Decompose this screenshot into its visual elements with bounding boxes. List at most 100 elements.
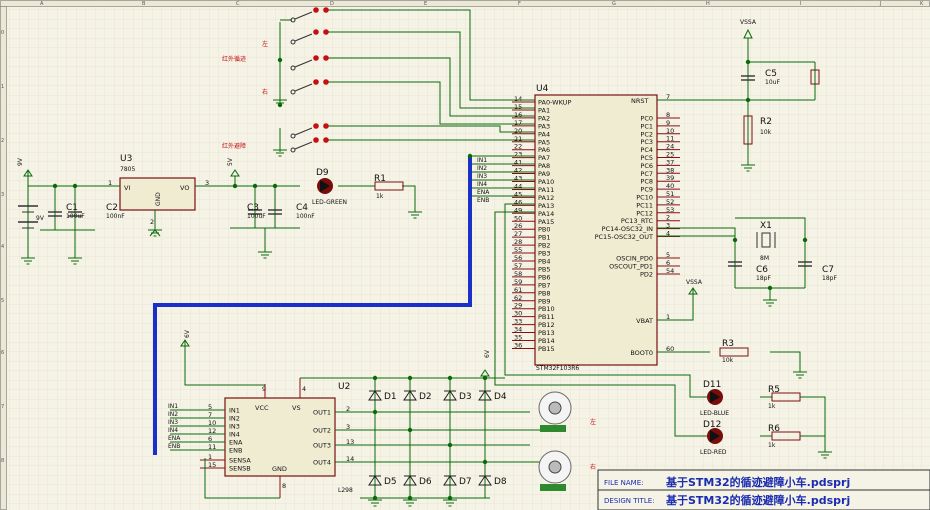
bus-label-mcu: ENB	[477, 197, 489, 204]
mcu-pin-num: 39	[666, 174, 674, 182]
switch-pin	[313, 123, 319, 129]
led-d9[interactable]: D9 LED-GREEN	[312, 168, 347, 206]
bus-label-mcu: IN2	[477, 165, 487, 172]
label-right: 右	[262, 88, 268, 96]
grid-column-A: A	[40, 1, 44, 7]
d12-ref: D12	[703, 420, 721, 430]
grid-column-E: E	[424, 1, 427, 7]
mcu-pin-num: 59	[514, 278, 522, 286]
c6-value: 18pF	[756, 275, 771, 282]
label-ir-tracking: 红外循迹	[222, 55, 246, 63]
regulator-pin-gnd: 2	[150, 218, 154, 226]
diode-body	[368, 475, 382, 486]
c7-ref: C7	[822, 265, 834, 275]
battery[interactable]: 9V	[18, 205, 45, 229]
mcu-pin-num: 44	[514, 182, 522, 190]
mcu-pin-name: PC0	[640, 115, 653, 123]
crystal-x1[interactable]: X1 8M	[756, 221, 776, 262]
diode-ref: D6	[419, 477, 432, 487]
switch-contact	[290, 17, 296, 23]
mcu-ref: U4	[536, 84, 549, 94]
mcu-pin-num: 62	[514, 294, 522, 302]
led-d12[interactable]: D12 LED-RED	[700, 420, 727, 456]
c3-value: 100uF	[247, 213, 266, 220]
d11-ref: D11	[703, 380, 721, 390]
mcu-pin-name: PB6	[538, 273, 551, 281]
driver-pin-name: IN4	[229, 431, 240, 439]
bus-label-mcu: ENA	[477, 189, 490, 196]
mcu-pin-name: PC9	[640, 186, 653, 194]
mcu-pin-num: 16	[514, 111, 522, 119]
junction-dot	[277, 102, 283, 108]
diode-body	[403, 390, 417, 401]
driver-pin-num: 6	[208, 435, 212, 443]
switch-pin	[313, 55, 319, 61]
mcu-pin-num: 21	[514, 135, 522, 143]
driver-pin-num: 15	[208, 461, 216, 469]
switch-pin	[323, 29, 329, 35]
r6-ref: R6	[768, 424, 780, 434]
motor-right-label: 右	[590, 463, 596, 471]
capacitors: C1100uFC2100nFC3100uFC4100nFC510uFC618pF…	[48, 69, 837, 282]
driver-pin-name: IN1	[229, 407, 240, 415]
junction-dot	[232, 183, 238, 189]
mcu-part: STM32F103R6	[536, 365, 579, 372]
grid-row-0: 0	[1, 30, 4, 36]
diode-body	[478, 475, 492, 486]
design-title-value: 基于STM32的循迹避障小车.pdsprj	[665, 493, 850, 507]
driver-pin-name: ENB	[229, 447, 242, 455]
mcu-pin-num: 29	[514, 302, 522, 310]
r2-ref: R2	[760, 117, 772, 127]
bus-label-driver: IN3	[168, 419, 178, 426]
switch-contact	[290, 133, 296, 139]
motor-left[interactable]: 左	[538, 391, 596, 432]
driver-vs-num: 4	[302, 385, 306, 393]
r5-ref: R5	[768, 385, 780, 395]
mcu-pin-num: 11	[666, 135, 674, 143]
vssa-vbat: VSSA	[686, 279, 703, 286]
switch-contact	[290, 147, 296, 153]
motor-right[interactable]: 右	[538, 450, 596, 491]
diode-body	[443, 390, 457, 401]
motor-left-label: 左	[590, 418, 596, 426]
diode-body	[478, 390, 492, 401]
mcu-pin-num: 22	[514, 143, 522, 151]
mcu-pin-name: PB4	[538, 258, 551, 266]
regulator-ref: U3	[120, 154, 132, 164]
r2-value: 10k	[760, 129, 772, 136]
mcu-pin-num: 28	[514, 238, 522, 246]
regulator-vi: VI	[124, 184, 130, 192]
diode-ref: D4	[494, 392, 507, 402]
grid-row-6: 6	[1, 350, 4, 356]
junction-dot	[52, 183, 58, 189]
regulator-vo: VO	[180, 184, 189, 192]
junction-dot	[482, 375, 488, 381]
mcu-pin-name: PC5	[640, 154, 653, 162]
mcu-pin-name: BOOT0	[630, 349, 653, 357]
driver-part: L298	[338, 487, 353, 494]
grid-row-4: 4	[1, 244, 4, 250]
driver-vcc: VCC	[255, 404, 269, 412]
diode-ref: D7	[459, 477, 472, 487]
mcu-pin-num: 50	[514, 214, 522, 222]
mcu-pin-name: PA10	[538, 178, 554, 186]
led-d11[interactable]: D11 LED-BLUE	[700, 380, 729, 417]
power-label-6v-a: 6V	[184, 329, 191, 338]
switch-contact	[290, 39, 296, 45]
title-block: FILE NAME: 基于STM32的循迹避障小车.pdsprj DESIGN …	[597, 469, 930, 510]
mcu-pin-num: 3	[666, 222, 670, 230]
regulator-u3[interactable]: U3 7805 VI VO GND 1 3 2	[108, 154, 209, 226]
r3-ref: R3	[722, 339, 734, 349]
reset-button[interactable]	[810, 69, 820, 85]
driver-pin-name: SENSA	[229, 457, 251, 465]
diode-ref: D3	[459, 392, 472, 402]
c4-ref: C4	[296, 203, 308, 213]
switch-pin	[323, 55, 329, 61]
bus-label-mcu: IN3	[477, 173, 487, 180]
regulator-part: 7805	[120, 166, 135, 173]
mcu-pin-num: 53	[666, 206, 674, 214]
c4-value: 100nF	[296, 213, 315, 220]
junction-dot	[745, 59, 751, 65]
